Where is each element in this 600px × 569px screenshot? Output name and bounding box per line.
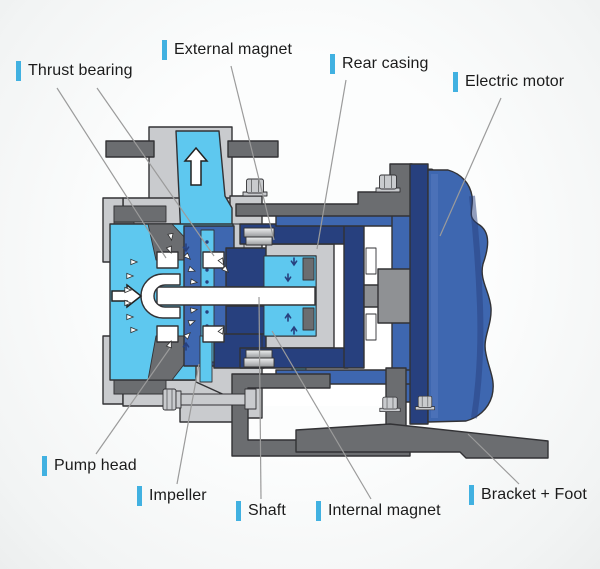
bolt — [242, 178, 268, 197]
leader-line — [439, 97, 502, 237]
label-accent-bar — [16, 61, 21, 81]
motor-shaft — [363, 268, 415, 324]
label-accent-bar — [316, 501, 321, 521]
discharge-up-arrow-icon — [183, 146, 209, 186]
label-text: Thrust bearing — [28, 62, 133, 79]
label-accent-bar — [42, 456, 47, 476]
label-accent-bar — [137, 486, 142, 506]
label-text: Electric motor — [465, 73, 565, 90]
label-bracket-foot: Bracket + Foot — [469, 485, 587, 505]
label-text: Rear casing — [342, 55, 429, 72]
thrust-bearing-block — [202, 251, 225, 269]
electric-motor — [379, 163, 494, 441]
label-thrust-bearing: Thrust bearing — [16, 61, 133, 81]
leader-line — [96, 87, 215, 257]
leader-line — [271, 330, 372, 500]
foot — [295, 423, 549, 459]
leader-line — [258, 296, 262, 500]
bolt — [375, 174, 401, 193]
label-accent-bar — [469, 485, 474, 505]
discharge-flange-left — [105, 140, 155, 158]
label-internal-magnet: Internal magnet — [316, 501, 441, 521]
bracket-foot — [162, 373, 549, 459]
leader-line — [316, 79, 347, 250]
shaft-u-bushing — [140, 273, 181, 319]
label-impeller: Impeller — [137, 486, 207, 506]
thrust-bearing-block — [156, 325, 179, 343]
label-accent-bar — [162, 40, 167, 60]
drain-channel-left — [199, 335, 213, 383]
label-text: Impeller — [149, 487, 207, 504]
label-shaft: Shaft — [236, 501, 286, 521]
label-accent-bar — [453, 72, 458, 92]
flow-marks — [111, 146, 298, 351]
label-text: Shaft — [248, 502, 286, 519]
label-text: Pump head — [54, 457, 137, 474]
label-accent-bar — [330, 54, 335, 74]
label-text: Bracket + Foot — [481, 486, 587, 503]
label-accent-bar — [236, 501, 241, 521]
bolt — [415, 395, 435, 411]
leader-line — [95, 347, 171, 455]
label-text: External magnet — [174, 41, 293, 58]
external-magnet-block — [245, 236, 273, 246]
bolt — [379, 396, 401, 412]
leader-line — [176, 363, 200, 485]
leader-line — [467, 433, 520, 485]
leader-line — [56, 87, 167, 259]
leader-line — [230, 65, 275, 241]
thrust-bearings — [156, 251, 225, 343]
thrust-bearing-block — [156, 251, 179, 269]
label-external-magnet: External magnet — [162, 40, 292, 60]
leader-lines — [56, 65, 520, 500]
top-bracket-arm — [235, 163, 438, 217]
shaft — [156, 286, 316, 306]
clamp-bolt — [162, 388, 257, 411]
external-magnet-block — [243, 357, 275, 368]
suction-right-arrow-icon — [111, 283, 143, 309]
label-rear-casing: Rear casing — [330, 54, 428, 74]
label-pump-head: Pump head — [42, 456, 137, 476]
external-magnet-block — [243, 227, 275, 238]
label-text: Internal magnet — [328, 502, 441, 519]
thrust-bearing-block — [202, 325, 225, 343]
circulation-arrows — [182, 243, 298, 351]
label-electric-motor: Electric motor — [453, 72, 564, 92]
